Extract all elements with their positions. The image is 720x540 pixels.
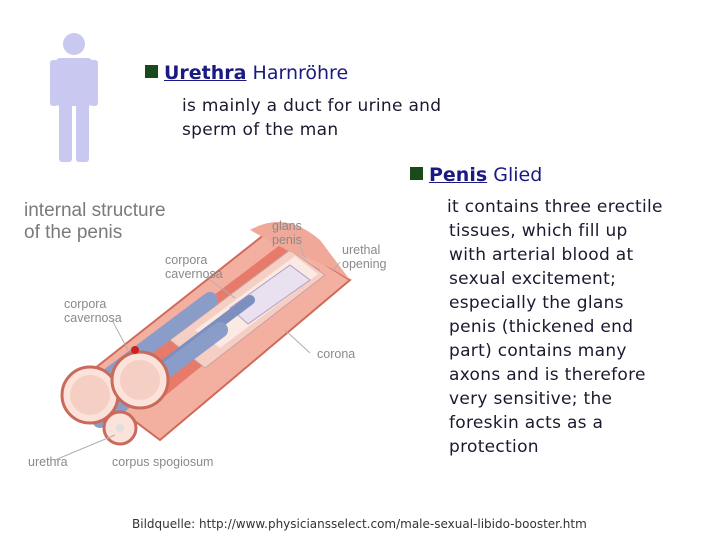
label-corona: corona <box>317 347 355 361</box>
figure-title-line1: internal structure <box>24 200 166 221</box>
label-corpora-left: corpora <box>64 297 106 311</box>
label-cavernosa-top: cavernosa <box>165 267 223 281</box>
label-leader-lines <box>54 245 341 461</box>
label-corpus-spongiosum: corpus spogiosum <box>112 455 213 469</box>
text-line: especially the glans <box>449 293 624 313</box>
label-opening: opening <box>342 257 387 271</box>
image-source-caption: Bildquelle: http://www.physiciansselect.… <box>132 517 587 531</box>
urethra-description: is mainly a duct for urine and sperm of … <box>182 94 441 142</box>
text-line: sperm of the man <box>182 120 339 140</box>
label-glans-penis: penis <box>272 233 302 247</box>
urethra-subtitle: Harnröhre <box>252 62 349 84</box>
urethra-title: Urethra <box>164 62 247 84</box>
label-urethral: urethal <box>342 243 380 257</box>
urethra-heading: Urethra Harnröhre <box>145 62 348 84</box>
penis-anatomy-illustration: internal structure of the penis glans pe… <box>24 200 387 469</box>
text-line: penis (thickened end <box>449 317 634 337</box>
text-line: with arterial blood at <box>449 245 634 265</box>
shaft-illustration <box>78 222 352 442</box>
label-glans: glans <box>272 219 302 233</box>
penis-heading: Penis Glied <box>410 164 542 186</box>
human-figure-icon <box>50 33 98 162</box>
cross-section-illustration <box>60 346 170 446</box>
text-line: tissues, which fill up <box>449 221 628 241</box>
penis-description: it contains three erectile tissues, whic… <box>447 195 663 459</box>
penis-subtitle: Glied <box>493 164 543 186</box>
text-line: it contains three erectile <box>447 197 663 217</box>
penis-title: Penis <box>429 164 488 186</box>
text-line: is mainly a duct for urine and <box>182 96 442 116</box>
label-corpora-top: corpora <box>165 253 207 267</box>
text-line: protection <box>449 437 539 457</box>
text-line: axons and is therefore <box>449 365 646 385</box>
bullet-icon <box>410 167 423 180</box>
text-line: very sensitive; the <box>449 389 613 409</box>
bullet-icon <box>145 65 158 78</box>
text-line: sexual excitement; <box>449 269 617 289</box>
text-line: part) contains many <box>449 341 627 361</box>
figure-title-line2: of the penis <box>24 222 122 243</box>
label-cavernosa-left: cavernosa <box>64 311 122 325</box>
text-line: foreskin acts as a <box>449 413 604 433</box>
